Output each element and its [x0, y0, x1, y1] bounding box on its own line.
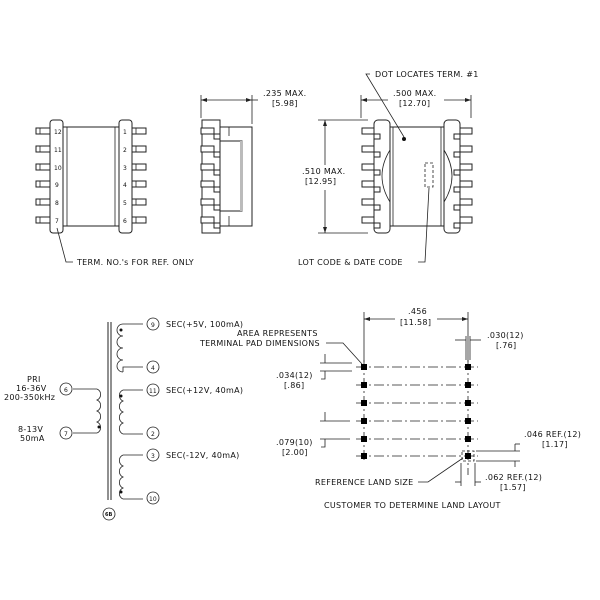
- top-view: 12 11 10 9 8 7 1 2 3 4 5 6 TERM. NO.'s F…: [35, 119, 194, 267]
- ref-h-dim-mm: [1.17]: [542, 440, 568, 449]
- pin-9-circle: [146, 317, 160, 331]
- pin-label-right: 1: [123, 129, 127, 136]
- spacing-dim: .079(10): [276, 438, 313, 447]
- bottom-height-dim: .510 MAX.: [302, 167, 345, 176]
- dot-note: DOT LOCATES TERM. #1: [375, 70, 479, 79]
- pin-3-circle: [146, 448, 160, 462]
- ref-w-dim-mm: [1.57]: [500, 483, 526, 492]
- pin-label-right: 4: [123, 182, 127, 189]
- pitch-dim: .456: [408, 307, 427, 316]
- row-dim-mm: [.86]: [284, 381, 304, 390]
- row-dim: .034(12): [276, 371, 313, 380]
- bottom-view: .500 MAX. [12.70] .510 MAX. [12.95] DOT …: [298, 70, 479, 267]
- ref-h-dim: .046 REF.(12): [524, 430, 581, 439]
- pri-frequency: 200-350kHz: [4, 393, 55, 402]
- bottom-width-dim: .500 MAX.: [393, 89, 436, 98]
- pin-label-left: 9: [55, 182, 59, 189]
- bottom-height-dim-mm: [12.95]: [305, 177, 336, 186]
- pin-4-circle: [146, 360, 160, 374]
- pad-width-dim-mm: [.76]: [496, 341, 516, 350]
- pin-number: 6: [64, 387, 68, 394]
- pin-number: 3: [151, 453, 155, 460]
- pin-10-circle: [146, 491, 160, 505]
- side-view: .235 MAX. [5.98]: [200, 89, 306, 234]
- pad-rows: [356, 360, 478, 475]
- pin-label-left: 11: [54, 147, 62, 154]
- schematic: 9 4 SEC(+5V, 100mA) 11 2 SEC(+12V, 40mA)…: [4, 317, 243, 521]
- lot-note: LOT CODE & DATE CODE: [298, 258, 403, 267]
- pin-label-left: 12: [54, 129, 62, 136]
- term-note: TERM. NO.'s FOR REF. ONLY: [76, 258, 194, 267]
- pin-label-left: 7: [55, 218, 59, 225]
- pin-number: 11: [149, 388, 157, 395]
- spacing-dim-mm: [2.00]: [282, 448, 308, 457]
- area-note-2: TERMINAL PAD DIMENSIONS: [199, 339, 320, 348]
- pin-6-circle: [59, 382, 73, 396]
- pin-7-circle: [59, 426, 73, 440]
- sec1-label: SEC(+5V, 100mA): [166, 320, 243, 329]
- pin-label-right: 3: [123, 165, 127, 172]
- customer-note: CUSTOMER TO DETERMINE LAND LAYOUT: [324, 501, 501, 510]
- pin-2-circle: [146, 426, 160, 440]
- bottom-width-dim-mm: [12.70]: [399, 99, 430, 108]
- sec2-label: SEC(+12V, 40mA): [166, 386, 243, 395]
- pitch-dim-mm: [11.58]: [400, 318, 431, 327]
- pin-label-right: 6: [123, 218, 127, 225]
- pin-number: 4: [151, 365, 155, 372]
- pri-voltage: 16-36V: [16, 384, 47, 393]
- pri-label: PRI: [27, 375, 41, 384]
- pin-number: 2: [151, 431, 155, 438]
- pin-label-right: 5: [123, 200, 127, 207]
- aux-voltage: 8-13V: [18, 425, 43, 434]
- pin-number: 7: [64, 431, 68, 438]
- side-width-dim: .235 MAX.: [263, 89, 306, 98]
- pin-label-left: 10: [54, 165, 62, 172]
- pad-width-dim: .030(12): [487, 331, 524, 340]
- side-width-dim-mm: [5.98]: [272, 99, 298, 108]
- pin-label-left: 8: [55, 200, 59, 207]
- pin-11-circle: [146, 383, 160, 397]
- land-pattern: .456 [11.58] .030(12) [.76] AREA REPRESE…: [199, 307, 581, 510]
- aux-current: 50mA: [20, 434, 45, 443]
- core-badge-label: 6B: [105, 512, 112, 518]
- sec3-label: SEC(-12V, 40mA): [166, 451, 240, 460]
- ref-w-dim: .062 REF.(12): [485, 473, 542, 482]
- ref-land-note: REFERENCE LAND SIZE: [315, 478, 414, 487]
- pin-number: 9: [151, 322, 155, 329]
- pin-number: 10: [149, 496, 157, 503]
- pin-label-right: 2: [123, 147, 127, 154]
- core-badge: [102, 507, 116, 521]
- area-note-1: AREA REPRESENTS: [237, 329, 318, 338]
